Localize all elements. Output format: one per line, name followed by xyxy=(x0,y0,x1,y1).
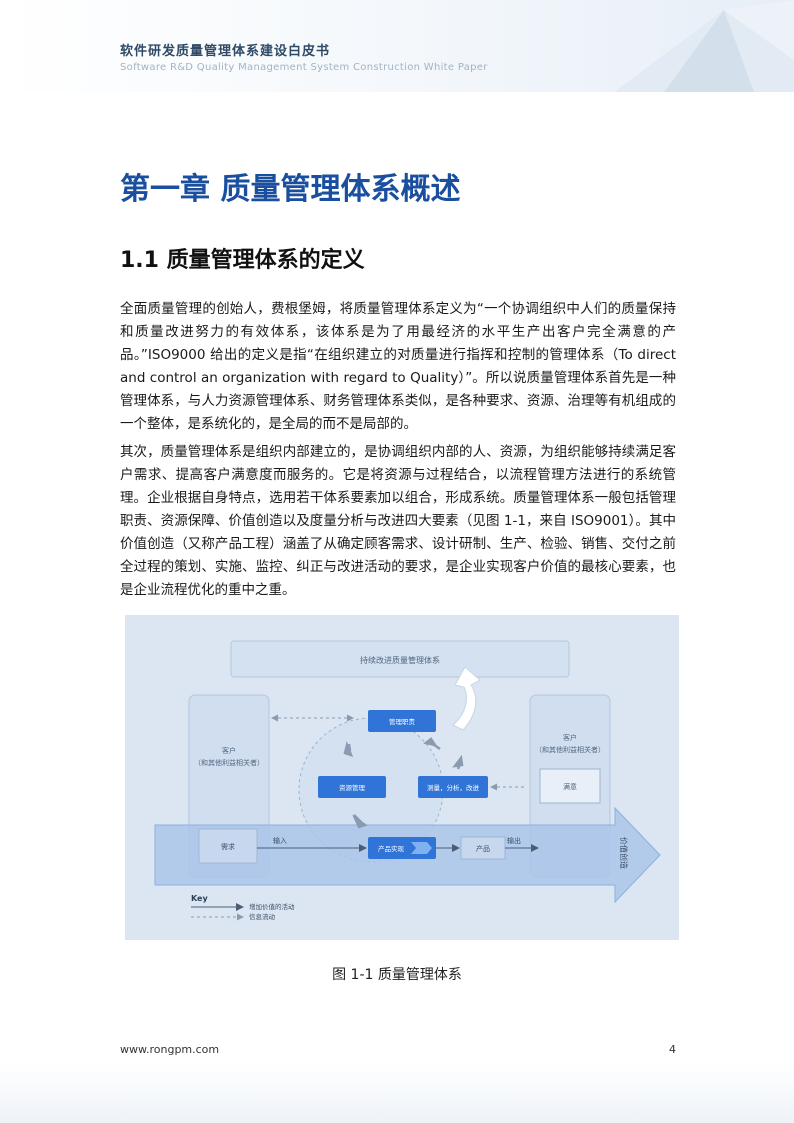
header-subtitle: Software R&D Quality Management System C… xyxy=(120,62,488,73)
product-label: 产品 xyxy=(476,844,490,853)
management-responsibility-box xyxy=(368,710,436,732)
requirements-label: 需求 xyxy=(221,842,235,851)
figure-caption: 图 1-1 质量管理体系 xyxy=(332,967,462,983)
page-number: 4 xyxy=(669,1043,676,1056)
page-footer xyxy=(0,1062,794,1123)
continuous-improvement-banner xyxy=(230,640,570,678)
requirements-box xyxy=(198,828,258,864)
quality-management-diagram: 持续改进质量管理体系 客户 （和其他利益相关者） 客户 （和其他利益相关者） 价… xyxy=(125,615,679,940)
header-decoration xyxy=(614,0,794,92)
cycle-arrow-icon-2 xyxy=(352,814,368,829)
product-realization-label: 产品实现 xyxy=(378,844,405,853)
key-info-flow-label: 信息流动 xyxy=(249,912,276,921)
output-label: 输出 xyxy=(507,836,521,845)
continuous-improvement-label: 持续改进质量管理体系 xyxy=(360,655,440,665)
satisfaction-box xyxy=(539,768,601,804)
header-title: 软件研发质量管理体系建设白皮书 xyxy=(120,44,331,59)
resource-management-box xyxy=(318,776,386,798)
satisfaction-label: 满意 xyxy=(563,782,577,791)
left-customer-sublabel: （和其他利益相关者） xyxy=(194,758,264,767)
footer-url: www.rongpm.com xyxy=(120,1043,220,1056)
resource-management-label: 资源管理 xyxy=(339,783,366,792)
cycle-arrow-icon-4 xyxy=(423,737,441,751)
paragraph-2: 其次，质量管理体系是组织内部建立的，是协调组织内部的人、资源，为组织能够持续满足… xyxy=(120,444,676,598)
right-customer-sublabel: （和其他利益相关者） xyxy=(535,745,605,754)
section-title: 1.1 质量管理体系的定义 xyxy=(120,248,365,273)
right-customer-label: 客户 xyxy=(563,733,577,742)
measurement-analysis-label: 测量，分析，改进 xyxy=(427,783,480,792)
cycle-arrow-icon-1 xyxy=(343,740,354,758)
measurement-analysis-box xyxy=(418,776,488,798)
chapter-title: 第一章 质量管理体系概述 xyxy=(120,172,461,207)
management-responsibility-label: 管理职责 xyxy=(389,717,416,726)
key-title: Key xyxy=(191,894,208,903)
left-customer-label: 客户 xyxy=(222,746,236,755)
value-creation-label: 价值创造 xyxy=(619,837,629,869)
product-realization-arrow-icon xyxy=(411,842,432,854)
cycle-arrow-icon-3 xyxy=(452,754,464,770)
paragraph-1: 全面质量管理的创始人，费根堡姆，将质量管理体系定义为“一个协调组织中人们的质量保… xyxy=(120,301,676,432)
input-label: 输入 xyxy=(273,836,287,845)
improvement-arrow-icon xyxy=(452,666,481,731)
page-header: 软件研发质量管理体系建设白皮书 Software R&D Quality Man… xyxy=(0,0,794,92)
key-value-activity-label: 增加价值的活动 xyxy=(249,902,295,911)
